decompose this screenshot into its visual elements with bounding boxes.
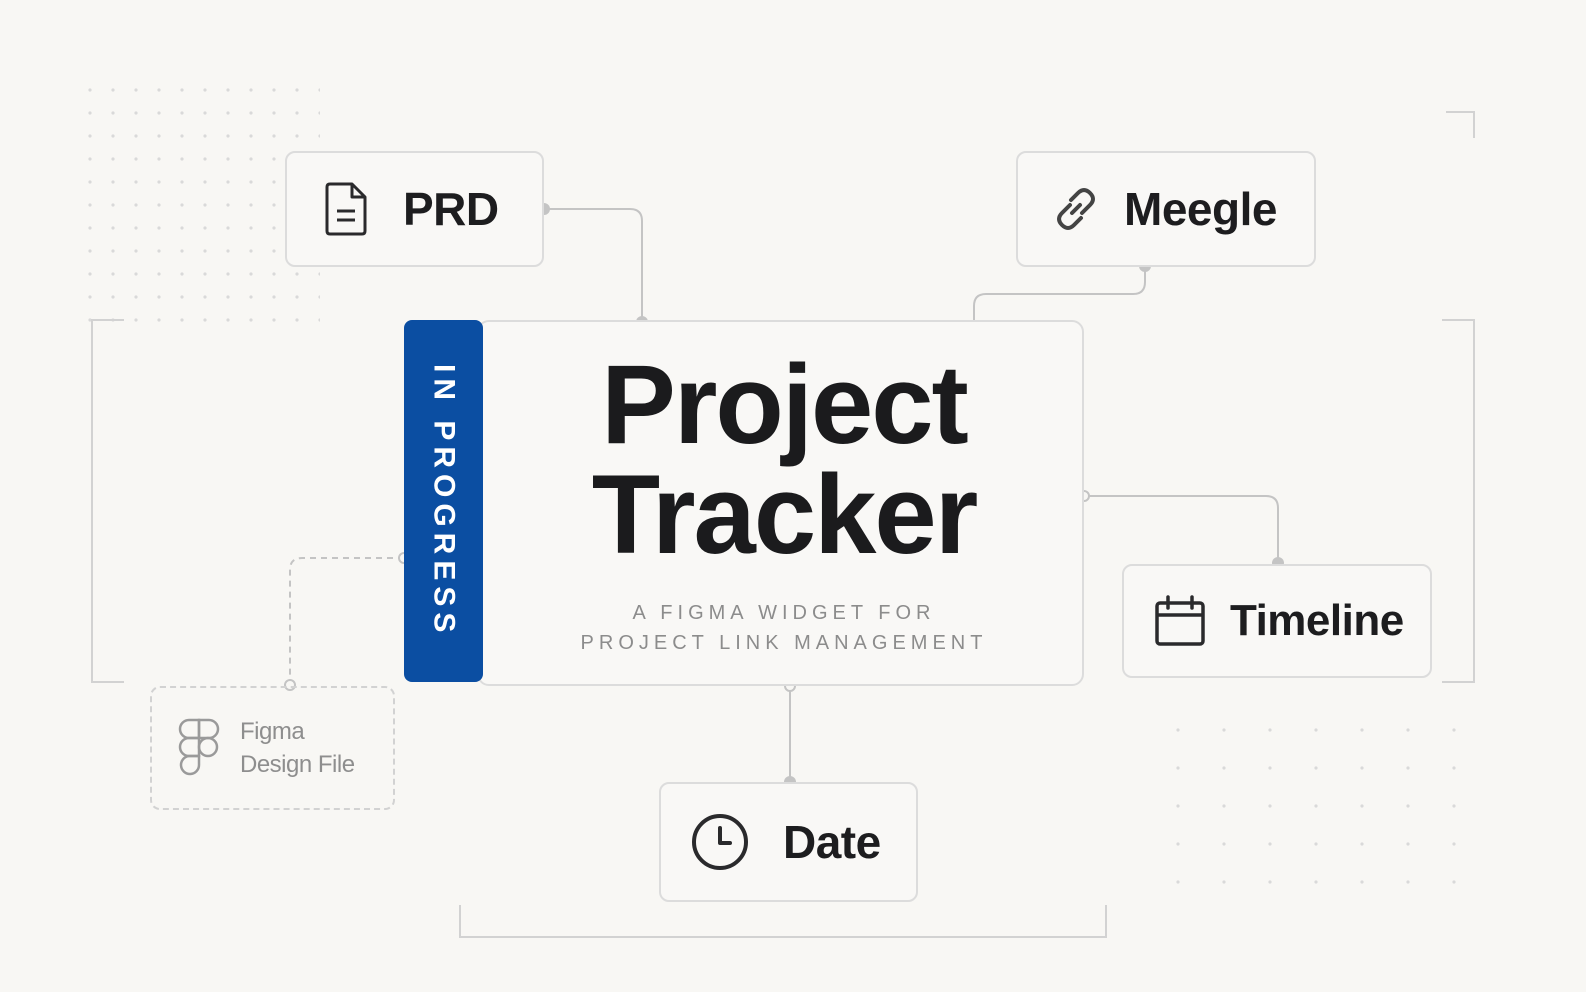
dot-grid-bottom-right [1168, 720, 1468, 890]
document-icon [325, 182, 367, 236]
node-timeline[interactable]: Timeline [1122, 564, 1432, 678]
node-meegle-label: Meegle [1124, 183, 1277, 235]
status-label: IN PROGRESS [427, 363, 461, 639]
node-figma-label-line-2: Design File [240, 751, 355, 778]
project-tracker-card[interactable] [477, 320, 1084, 686]
calendar-icon [1155, 595, 1205, 646]
bracket-left [91, 319, 124, 683]
connector-figma [289, 557, 404, 685]
bracket-right [1442, 319, 1475, 683]
node-date[interactable]: Date [659, 782, 918, 902]
node-figma-design-file[interactable]: Figma Design File [150, 686, 395, 810]
bracket-bottom [459, 905, 1107, 938]
page-title: Project Tracker [484, 342, 1084, 577]
node-meegle[interactable]: Meegle [1016, 151, 1316, 267]
node-timeline-label: Timeline [1230, 596, 1404, 645]
node-prd-label: PRD [403, 183, 499, 235]
node-figma-label-line-1: Figma [240, 718, 305, 745]
dot-grid-top-left [80, 80, 320, 330]
subtitle: A FIGMA WIDGET FOR PROJECT LINK MANAGEME… [580, 602, 988, 654]
node-figma-label: Figma Design File [240, 715, 355, 781]
status-badge[interactable]: IN PROGRESS [404, 320, 483, 682]
title-line-2: Tracker [591, 452, 979, 577]
corner-mark-top-right [1446, 111, 1475, 138]
node-prd[interactable]: PRD [285, 151, 544, 267]
link-icon [1057, 188, 1095, 230]
figma-icon [178, 718, 220, 776]
connector-prd [544, 208, 643, 322]
node-date-label: Date [783, 816, 881, 868]
clock-icon [692, 814, 748, 870]
connector-meegle [973, 266, 1146, 343]
title-line-1: Project [601, 342, 969, 467]
connector-timeline [1084, 495, 1279, 563]
